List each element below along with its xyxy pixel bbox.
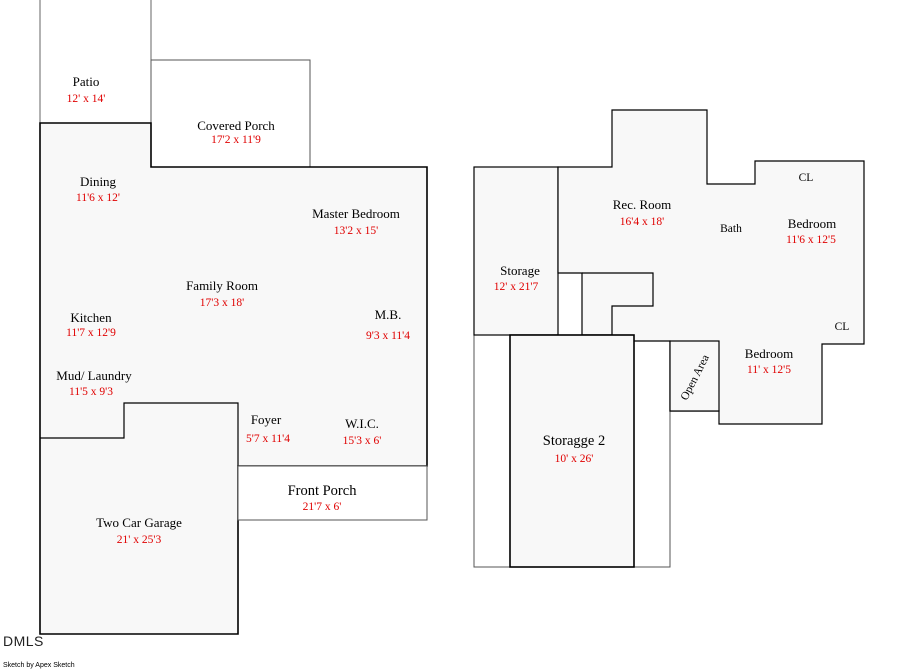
front-porch-size: 21'7 x 6' [303, 501, 342, 513]
wic-size: 15'3 x 6' [343, 435, 382, 447]
foyer-size: 5'7 x 11'4 [246, 433, 290, 445]
mb-name: M.B. [375, 307, 402, 322]
storage-2-outline [509, 334, 635, 568]
garage-size: 21' x 25'3 [117, 534, 162, 546]
patio-name: Patio [73, 74, 100, 89]
kitchen-size: 11'7 x 12'9 [66, 327, 116, 339]
second-floor: Storage 12' x 21'7 Rec. Room 16'4 x 18' … [473, 109, 865, 568]
front-porch-outline [237, 465, 428, 521]
rec-room-name: Rec. Room [613, 197, 672, 212]
bedroom-1-name: Bedroom [788, 216, 836, 231]
storage-name: Storage [500, 263, 540, 278]
front-porch-name: Front Porch [288, 483, 358, 499]
storage-2-size: 10' x 26' [555, 453, 594, 465]
bath-name: Bath [720, 223, 742, 235]
covered-porch-size: 17'2 x 11'9 [211, 134, 261, 146]
closet-top-name: CL [799, 172, 814, 184]
dining-size: 11'6 x 12' [76, 192, 120, 204]
covered-porch-name: Covered Porch [197, 118, 275, 133]
garage-name: Two Car Garage [96, 515, 182, 530]
bedroom-1-size: 11'6 x 12'5 [786, 234, 836, 246]
sketch-credit: Sketch by Apex Sketch [3, 662, 75, 669]
foyer-name: Foyer [251, 412, 282, 427]
kitchen-name: Kitchen [70, 310, 112, 325]
master-bedroom-size: 13'2 x 15' [334, 225, 378, 237]
master-bedroom-name: Master Bedroom [312, 206, 400, 221]
patio-size: 12' x 14' [67, 93, 106, 105]
family-room-size: 17'3 x 18' [200, 297, 244, 309]
rec-room-size: 16'4 x 18' [620, 216, 664, 228]
garage-divider [40, 402, 239, 466]
dmls-logo: DMLS [3, 633, 44, 649]
closet-right-name: CL [835, 321, 850, 333]
dining-name: Dining [80, 174, 117, 189]
bedroom-2-size: 11' x 12'5 [747, 364, 791, 376]
mud-laundry-name: Mud/ Laundry [56, 368, 132, 383]
storage-outline [473, 166, 559, 336]
stair-notch [582, 272, 654, 335]
first-floor: Patio 12' x 14' Covered Porch 17'2 x 11'… [39, 0, 428, 635]
mud-laundry-size: 11'5 x 9'3 [69, 386, 113, 398]
family-room-name: Family Room [186, 278, 258, 293]
wic-name: W.I.C. [345, 416, 379, 431]
covered-porch-outline [150, 59, 311, 168]
mb-size: 9'3 x 11'4 [366, 330, 410, 342]
storage-2-name: Storagge 2 [543, 433, 605, 449]
open-area-outline [669, 340, 720, 412]
storage-size: 12' x 21'7 [494, 281, 539, 293]
bedroom-2-name: Bedroom [745, 346, 793, 361]
